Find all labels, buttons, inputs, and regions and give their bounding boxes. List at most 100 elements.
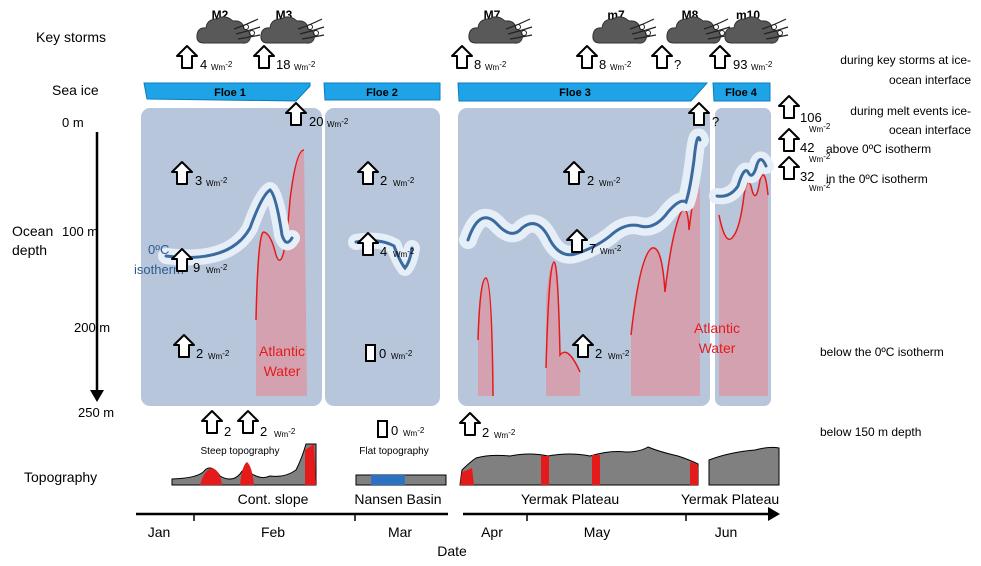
isotherm-line	[715, 158, 768, 198]
month-feb: Feb	[261, 524, 285, 540]
flux-arrow-icon	[651, 45, 673, 69]
atlantic-water-boundary	[255, 149, 305, 321]
flux-deep-floe3: 2 Wm-2	[459, 412, 516, 440]
flux-value: 18	[276, 57, 290, 72]
floe-label: Floe 4	[725, 87, 758, 99]
flux-unit: Wm-2	[610, 60, 632, 72]
topo-aw-marker	[592, 455, 600, 485]
storm-cloud-icon	[592, 16, 657, 44]
floe-3: Floe 3	[457, 82, 709, 102]
flux-melt-floe3: ?	[688, 102, 719, 129]
atlantic-water	[255, 149, 769, 397]
flux-unit: Wm-2	[206, 176, 228, 188]
flux-value: 20	[309, 114, 323, 129]
topo-aw-marker	[460, 468, 474, 485]
flux-unit: Wm-2	[393, 247, 415, 259]
topo-aw-marker	[541, 456, 549, 485]
floe-2: Floe 2	[323, 82, 441, 101]
topo-yermak-plateau-2	[708, 446, 780, 486]
flux-unit: Wm-2	[608, 349, 630, 361]
right-label-below: below the 0ºC isotherm	[820, 345, 944, 359]
flux-unit: Wm-2	[751, 60, 773, 72]
region-nansen-basin: Nansen Basin	[354, 491, 441, 507]
storm-m7: M7 8 Wm-2	[451, 8, 533, 72]
isotherm-line	[164, 188, 294, 259]
flux-value: 8	[474, 57, 481, 72]
depth-tick-100: 100 m	[62, 224, 98, 239]
month-jan: Jan	[148, 524, 171, 540]
flux-iso-floe4: 32 Wm-2	[778, 156, 831, 193]
flux-arrow-icon	[253, 45, 275, 69]
zero-flux-box-icon	[377, 420, 388, 438]
atlantic-water-floe4	[719, 175, 768, 396]
topography: Steep topography Flat topography	[171, 443, 780, 486]
flux-unit: Wm-2	[809, 181, 831, 193]
flux-unit: Wm-2	[393, 176, 415, 188]
atlantic-water-label-line2: Water	[264, 363, 301, 379]
right-label-melt-line1: during melt events ice-	[850, 104, 971, 118]
right-label-storms-line1: during key storms at ice-	[840, 53, 971, 67]
flux-value: 2	[380, 173, 387, 188]
flux-value: 2	[587, 173, 594, 188]
isotherm-label-line1: 0ºC	[148, 242, 169, 257]
flux-above-floe3: 2 Wm-2	[563, 161, 621, 188]
flux-value: ?	[712, 114, 719, 129]
topo-aw-marker	[305, 444, 316, 485]
isotherm-line	[466, 136, 702, 257]
atlantic-water-floe3b	[546, 262, 580, 396]
flux-unit: Wm-2	[600, 244, 622, 256]
flux-value: 8	[599, 57, 606, 72]
flux-arrow-icon	[176, 45, 198, 69]
flux-value: 42	[800, 140, 814, 155]
flux-above-floe4: 42 Wm-2	[778, 128, 831, 164]
depth-axis-arrowhead	[90, 390, 104, 402]
right-labels: during key storms at ice- ocean interfac…	[820, 53, 971, 439]
flux-value: 0	[379, 346, 386, 361]
flux-value: ?	[674, 57, 681, 72]
flux-value: 106	[800, 110, 822, 125]
storm-m10: m10 93 Wm-2	[709, 8, 789, 72]
flux-iso-floe2: 4 Wm-2	[357, 232, 415, 259]
topo-basin-marker	[371, 475, 405, 485]
depth-tick-200: 200 m	[74, 320, 110, 335]
flux-value: 2	[196, 346, 203, 361]
flux-unit: Wm-2	[391, 349, 413, 361]
region-yermak-plateau-2: Yermak Plateau	[681, 491, 779, 507]
right-label-in: in the 0ºC isotherm	[826, 172, 928, 186]
flux-below-floe3: 2 Wm-2	[572, 334, 630, 361]
depth-tick-250: 250 m	[78, 405, 114, 420]
flux-above-floe2: 2 Wm-2	[357, 161, 415, 188]
flux-above-floe1: 3 Wm-2	[171, 161, 228, 188]
flux-melt-floe1: 20 Wm-2	[285, 102, 349, 129]
storm-m2: M2 4 Wm-2	[176, 8, 261, 72]
flux-arrow-icon	[576, 45, 598, 69]
floe-label: Floe 3	[559, 87, 591, 99]
flux-arrow-icon	[201, 410, 223, 434]
flux-value: 9	[193, 260, 200, 275]
ocean-depth-label-line2: depth	[12, 242, 47, 258]
ocean-panel-floe2	[325, 108, 440, 406]
month-may: May	[584, 524, 610, 540]
atlantic-water-label-line1-floe3: Atlantic	[694, 320, 740, 336]
date-axis-arrowhead	[768, 507, 780, 521]
floe-shape	[712, 82, 771, 102]
region-cont-slope: Cont. slope	[238, 491, 309, 507]
flux-below-floe2: 0 Wm-2	[365, 344, 413, 362]
floe-label: Floe 1	[214, 87, 246, 99]
zero-flux-box-icon	[365, 344, 376, 362]
flux-unit: Wm-2	[403, 426, 425, 438]
flux-value: 93	[733, 57, 747, 72]
storm-cloud-icon	[260, 16, 325, 44]
atlantic-water-boundary	[545, 261, 581, 373]
flux-unit: Wm-2	[599, 176, 621, 188]
flux-arrow-icon	[709, 45, 731, 69]
flux-value: 2	[260, 424, 267, 439]
flux-arrow-icon	[237, 410, 259, 434]
flux-value: 2	[482, 425, 489, 440]
flux-melt-floe4: 106 Wm-2	[778, 95, 831, 134]
topo-note-flat: Flat topography	[359, 446, 429, 457]
storm-m7b: m7 8 Wm-2	[576, 8, 657, 72]
floe-shape	[323, 82, 441, 101]
